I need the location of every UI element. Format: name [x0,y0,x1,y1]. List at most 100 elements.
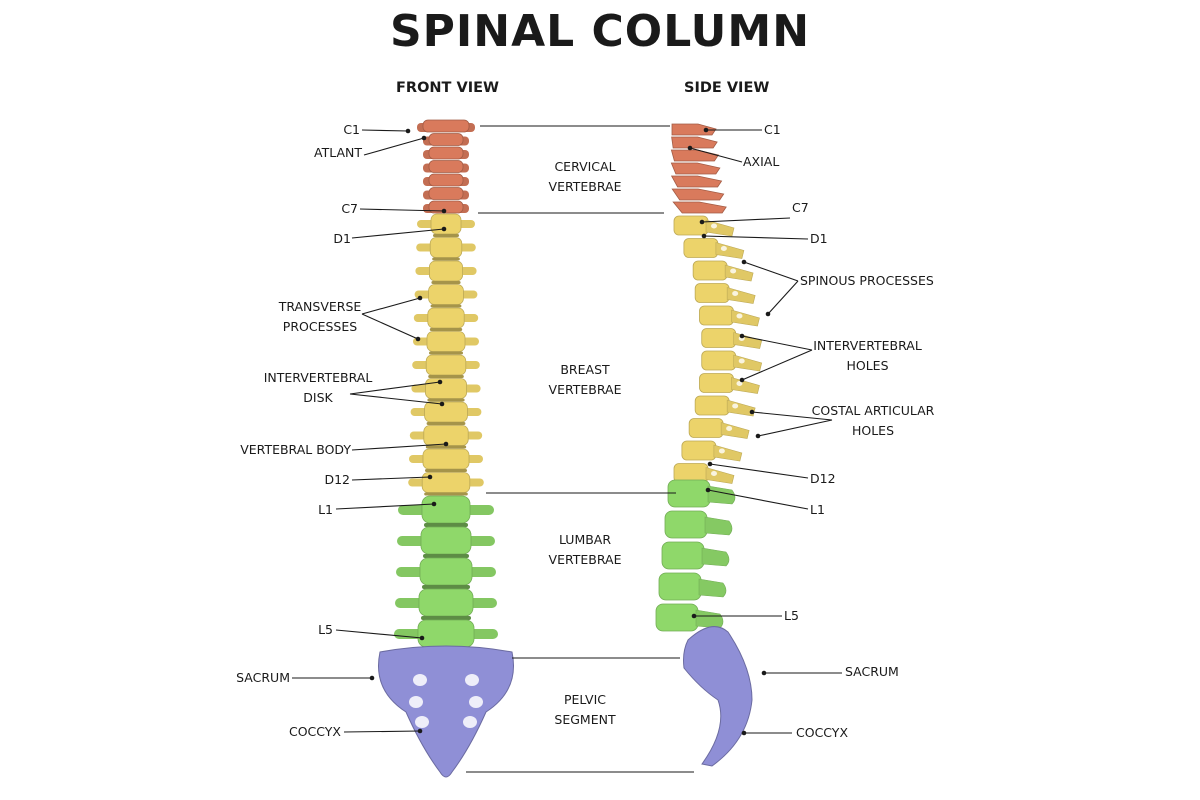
leader-dot [739,377,745,383]
front-lumbar-vertebra [419,557,473,586]
side-cervical-vertebra [670,162,721,175]
leader-dot [755,433,761,439]
front-lumbar-vertebra [417,619,475,648]
front-label-d12: D12 [324,472,350,487]
leader-dot [741,730,747,736]
front-label-sacrum: SACRUM [236,670,290,685]
front-thoracic-vertebra [422,448,470,470]
front-label-coccyx: COCCYX [288,724,341,739]
side-lumbar-process [698,578,727,598]
front-lumbar-disk [424,523,468,527]
side-label-costal-articular-holes: COSTAL ARTICULAR HOLES [811,403,935,438]
side-label-spinous-processes: SPINOUS PROCESSES [800,273,934,288]
front-intervertebral-disk [428,375,464,378]
leader-line [709,463,809,479]
front-cervical-vertebra [428,133,464,146]
front-thoracic-vertebra [425,354,467,376]
side-intervertebral-hole [732,291,739,296]
front-label-c7: C7 [341,201,358,216]
leader-dot [707,461,713,467]
side-intervertebral-hole [711,471,717,476]
side-intervertebral-hole [736,313,743,319]
side-intervertebral-hole [736,381,743,386]
side-thoracic-vertebra [688,418,724,438]
leader-line [757,419,833,437]
side-intervertebral-hole [732,403,739,409]
leader-dot [441,226,447,232]
leader-dot [431,501,437,507]
side-lumbar-vertebra [661,541,705,570]
front-thoracic-vertebra [424,401,468,423]
side-intervertebral-hole [711,223,717,229]
leader-dots [369,127,771,736]
side-spinous-process [720,422,750,439]
front-view-spine [378,119,514,778]
side-thoracic-vertebra [692,260,728,281]
side-intervertebral-hole [718,448,725,454]
side-thoracic-vertebra [701,328,737,348]
front-intervertebral-disk [430,304,462,308]
leader-line [751,411,833,421]
front-cervical-vertebra [422,119,470,133]
side-spinous-process [733,354,763,372]
front-thoracic-vertebra [426,331,466,352]
side-thoracic-vertebra [683,238,719,258]
leader-dot [419,635,425,641]
leader-line [335,629,423,639]
leader-line [361,313,419,340]
leader-lines [292,125,842,773]
side-lumbar-process [707,485,736,505]
front-thoracic-vertebra [430,213,462,235]
front-thoracic-vertebra [427,307,465,329]
front-intervertebral-disk [429,328,463,331]
front-intervertebral-disk [425,469,467,472]
front-cervical-vertebra [428,173,464,187]
side-label-c7: C7 [792,200,809,215]
side-thoracic-vertebra [694,283,730,303]
front-label-vertebral-body: VERTEBRAL BODY [240,442,351,457]
leader-line [741,335,813,351]
leader-line [351,443,447,451]
side-label-l5: L5 [784,608,799,623]
leader-dot [369,675,375,681]
leader-dot [705,487,711,493]
front-label-intervertebral-disk: INTERVERTEBRAL DISK [263,370,373,405]
front-lumbar-vertebra [421,495,471,524]
front-sacral-foramen [409,696,423,708]
leader-dot [687,145,693,151]
side-label-sacrum: SACRUM [845,664,899,679]
leader-line [361,129,409,132]
front-intervertebral-disk [426,422,466,425]
side-cervical-vertebra [671,123,717,136]
diagram-title: SPINAL COLUMN [389,6,811,57]
side-thoracic-vertebra [694,395,730,416]
front-lumbar-disk [421,616,471,620]
side-spinous-process [731,309,760,327]
leader-line [741,349,813,381]
side-spinous-process [726,287,756,304]
leader-line [351,476,431,481]
front-intervertebral-disk [432,257,460,261]
leader-dot [443,441,449,447]
leader-line [707,489,809,510]
side-cervical-vertebra [671,136,718,149]
side-intervertebral-hole [738,358,745,364]
front-cervical-vertebra [428,146,464,160]
side-label-c1: C1 [764,122,781,137]
front-intervertebral-disk [425,445,467,449]
front-intervertebral-disk [431,281,461,284]
front-intervertebral-disk [427,398,465,402]
front-label-l1: L1 [318,502,333,517]
front-sacral-foramen [415,716,429,728]
front-sacral-foramen [463,716,477,728]
leader-dot [691,613,697,619]
front-label-l5: L5 [318,622,333,637]
leader-dot [741,259,747,265]
leader-dot [439,401,445,407]
leader-dot [427,474,433,480]
side-thoracic-vertebra [701,350,737,371]
leader-dot [417,295,423,301]
side-intervertebral-hole [730,268,737,274]
leader-line [743,261,799,282]
